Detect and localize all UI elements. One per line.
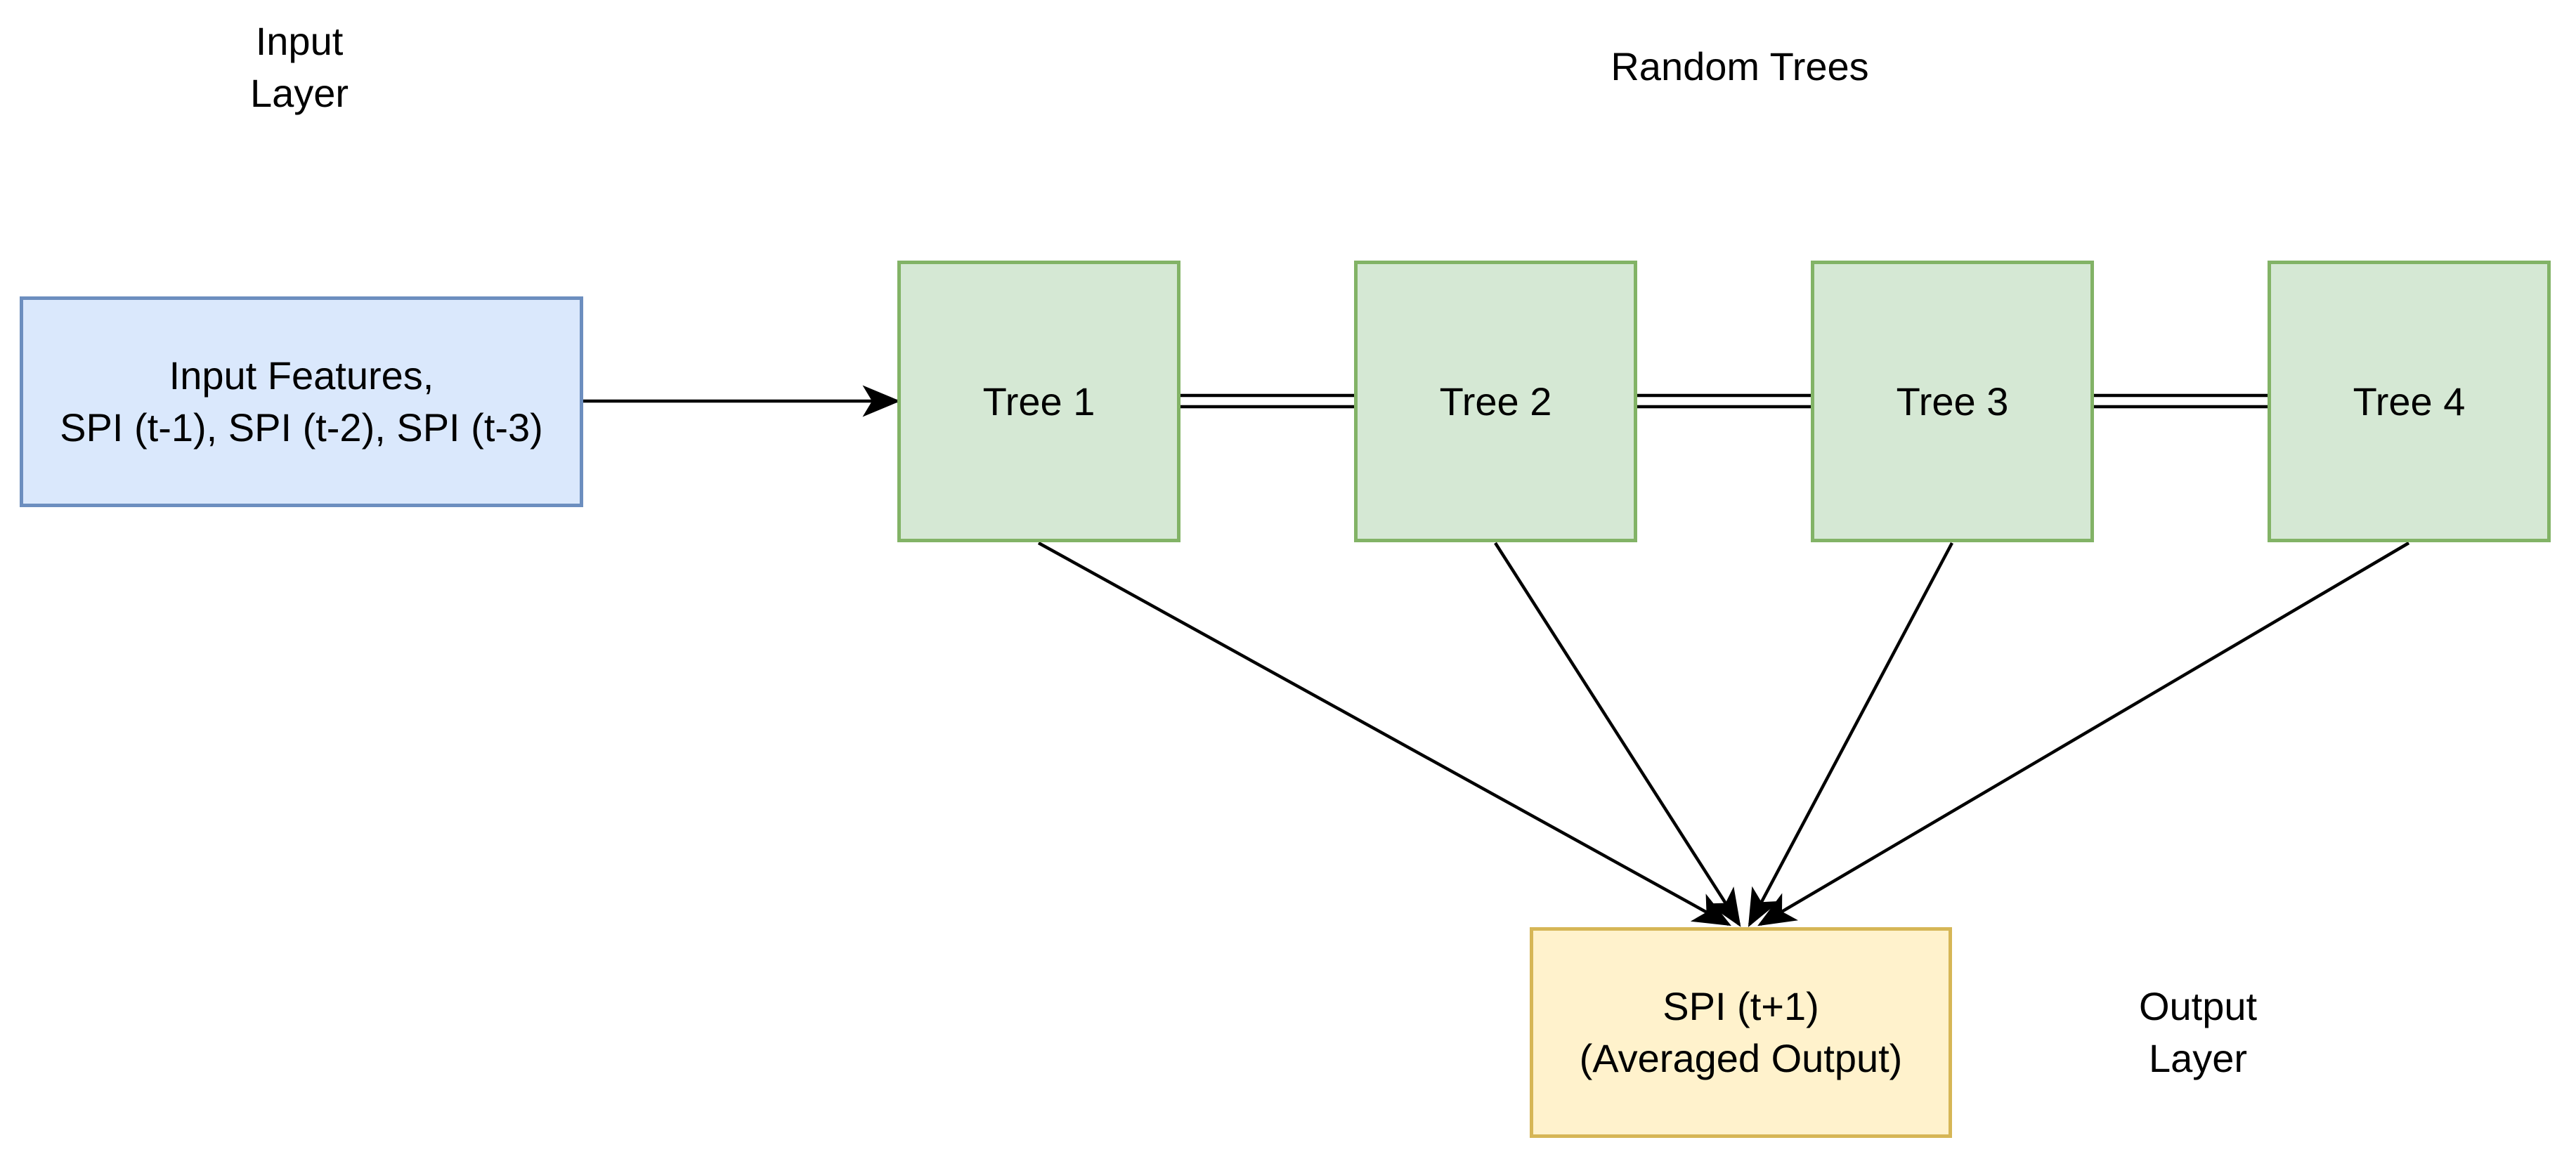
tree-4-label: Tree 4 xyxy=(2353,379,2466,424)
tree-2-label: Tree 2 xyxy=(1439,379,1552,424)
tree-3-node: Tree 3 xyxy=(1811,261,2094,542)
tree-1-node: Tree 1 xyxy=(897,261,1180,542)
edge-tree-3-to-output xyxy=(1748,542,1953,927)
output-node: SPI (t+1) (Averaged Output) xyxy=(1530,927,1952,1138)
output-layer-label: Output Layer xyxy=(2093,981,2303,1085)
edge-tree-3-to-tree-4 xyxy=(2094,393,2268,409)
output-layer-label-line1: Output xyxy=(2138,984,2258,1028)
input-features-line1: Input Features, xyxy=(169,353,434,398)
input-layer-label-line2: Layer xyxy=(249,71,349,115)
tree-4-node: Tree 4 xyxy=(2268,261,2551,542)
edge-tree-2-to-tree-3 xyxy=(1637,393,1811,409)
tree-2-node: Tree 2 xyxy=(1354,261,1637,542)
input-features-node: Input Features, SPI (t-1), SPI (t-2), SP… xyxy=(20,296,583,507)
tree-1-label: Tree 1 xyxy=(982,379,1095,424)
edge-tree-1-to-output xyxy=(1037,542,1731,926)
output-line1: SPI (t+1) xyxy=(1663,984,1819,1028)
edge-tree-2-to-output xyxy=(1494,542,1741,927)
random-trees-title: Random Trees xyxy=(1611,44,1869,89)
edge-tree-4-to-output xyxy=(1757,542,2410,926)
output-layer-label-line2: Layer xyxy=(2148,1036,2248,1080)
output-line2: (Averaged Output) xyxy=(1579,1036,1903,1080)
input-features-line2: SPI (t-1), SPI (t-2), SPI (t-3) xyxy=(60,405,543,450)
input-layer-label: Input Layer xyxy=(229,15,370,119)
input-layer-label-line1: Input xyxy=(255,19,344,63)
edge-tree-1-to-tree-2 xyxy=(1180,393,1354,409)
tree-3-label: Tree 3 xyxy=(1896,379,2009,424)
